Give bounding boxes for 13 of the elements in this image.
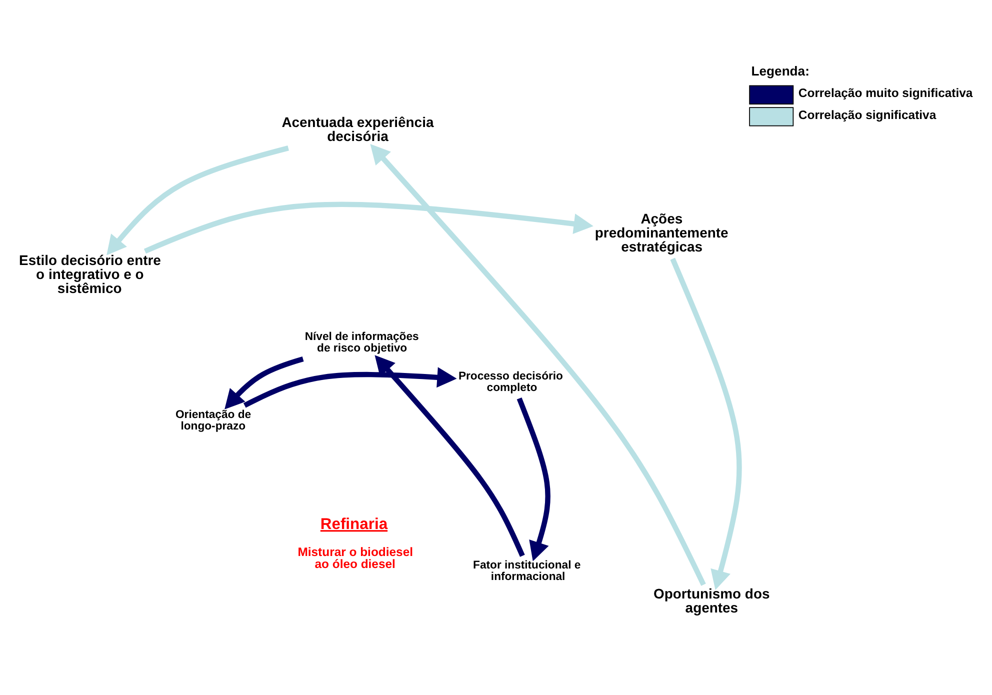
label: Refinaria bbox=[320, 516, 388, 534]
node-text: Fator institucional e informacional bbox=[473, 560, 581, 583]
node-text: Estilo decisório entre o integrativo e o sistêmico bbox=[19, 252, 161, 296]
node-text: Oportunismo dos agentes bbox=[653, 586, 770, 616]
node-text: Nível de informações de risco objetivo bbox=[304, 331, 419, 354]
node-text: Ações predominantemente estratégicas bbox=[594, 210, 728, 254]
label: Misturar o biodiesel ao óleo diesel bbox=[298, 544, 414, 572]
label: Legenda: bbox=[751, 63, 810, 78]
legend-label: Correlação muito significativa bbox=[798, 86, 973, 100]
legend-label: Correlação significativa bbox=[798, 108, 936, 122]
node-text: Processo decisório completo bbox=[458, 370, 563, 394]
node-text: Orientação de longo-prazo bbox=[176, 408, 252, 432]
node-text: Acentuada experiência decisória bbox=[282, 114, 434, 144]
